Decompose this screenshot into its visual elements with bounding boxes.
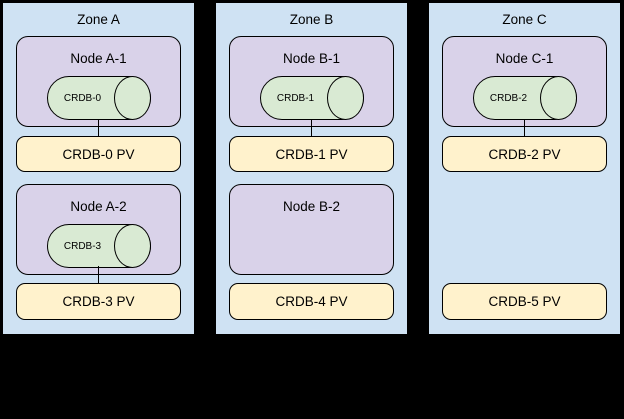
crdb-4-pv-box: CRDB-4 PV xyxy=(229,283,394,320)
crdb-3-pv-label: CRDB-3 PV xyxy=(62,294,135,309)
crdb-2-pv-label: CRDB-2 PV xyxy=(488,146,561,162)
crdb-5-pv-label: CRDB-5 PV xyxy=(488,294,561,309)
crdb-1-pv-box: CRDB-1 PV xyxy=(229,136,394,172)
zone-c: Zone C Node C-1 CRDB-2 CRDB-2 PV CRDB-5 … xyxy=(427,1,622,336)
crdb-1-pod-cylinder: CRDB-1 xyxy=(259,75,364,120)
crdb-2-to-pv-connector xyxy=(523,119,525,137)
crdb-0-pod-label: CRDB-0 xyxy=(63,92,102,104)
cylinder-cap xyxy=(326,75,364,120)
crdb-0-pod-cylinder: CRDB-0 xyxy=(46,75,151,120)
node-a1-title: Node A-1 xyxy=(70,51,127,66)
crdb-1-pv-label: CRDB-1 PV xyxy=(275,146,348,162)
node-b2: Node B-2 xyxy=(229,184,394,275)
crdb-3-pod-cylinder: CRDB-3 xyxy=(46,223,151,268)
zone-b-title: Zone B xyxy=(289,12,334,27)
zone-a-title: Zone A xyxy=(77,12,120,27)
node-b1-title: Node B-1 xyxy=(282,51,341,66)
crdb-5-pv-box: CRDB-5 PV xyxy=(442,283,607,320)
crdb-1-to-pv-connector xyxy=(310,119,312,137)
crdb-0-to-pv-connector xyxy=(97,119,99,137)
crdb-0-pv-box: CRDB-0 PV xyxy=(16,136,181,172)
cylinder-cap xyxy=(539,75,577,120)
node-b2-title: Node B-2 xyxy=(282,199,341,214)
crdb-3-pv-box: CRDB-3 PV xyxy=(16,283,181,320)
crdb-3-to-pv-connector xyxy=(97,266,99,284)
node-c1-title: Node C-1 xyxy=(495,51,554,66)
crdb-0-pv-label: CRDB-0 PV xyxy=(62,146,135,162)
zone-a: Zone A Node A-1 CRDB-0 CRDB-0 PV Node A-… xyxy=(1,1,196,336)
cylinder-cap xyxy=(113,75,151,120)
crdb-3-pod-label: CRDB-3 xyxy=(63,240,102,252)
zone-c-title: Zone C xyxy=(502,12,547,27)
node-a2-title: Node A-2 xyxy=(70,199,127,214)
cylinder-cap xyxy=(113,223,151,268)
crdb-2-pv-box: CRDB-2 PV xyxy=(442,136,607,172)
zone-b: Zone B Node B-1 CRDB-1 CRDB-1 PV Node B-… xyxy=(214,1,409,336)
crdb-4-pv-label: CRDB-4 PV xyxy=(275,294,348,309)
crdb-1-pod-label: CRDB-1 xyxy=(276,92,315,104)
crdb-2-pod-label: CRDB-2 xyxy=(489,92,528,104)
crdb-2-pod-cylinder: CRDB-2 xyxy=(472,75,577,120)
